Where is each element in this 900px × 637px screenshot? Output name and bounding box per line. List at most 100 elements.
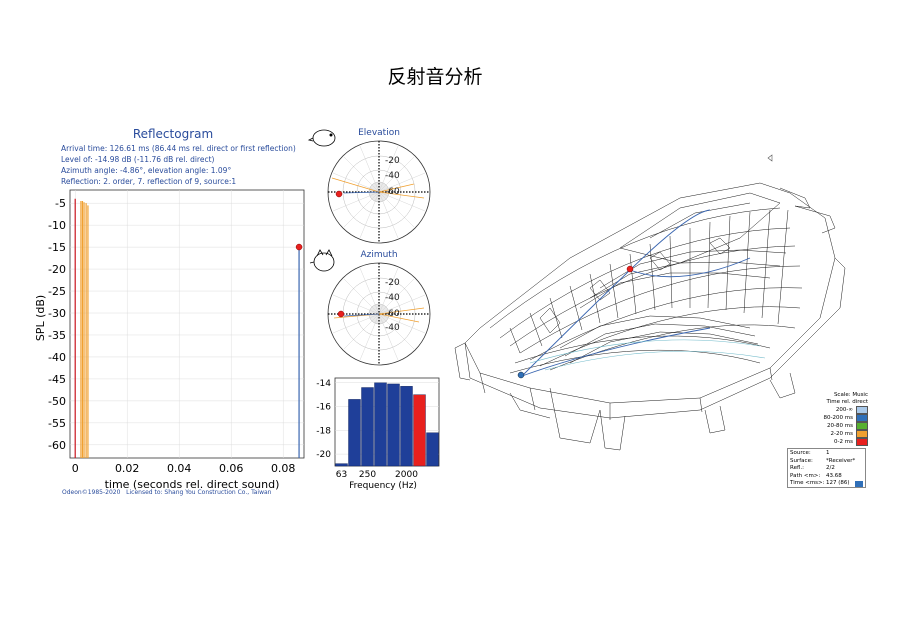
selected-reflection-marker: [295, 243, 303, 251]
spectrum-bar: [361, 387, 374, 467]
details-value: 43.68: [826, 472, 842, 479]
x-tick-label: 0: [72, 462, 79, 475]
y-tick-label: -60: [48, 439, 66, 452]
y-tick-label: -55: [48, 417, 66, 430]
level-text: Level of: -14.98 dB (-11.76 dB rel. dire…: [61, 155, 215, 164]
legend-item: 0-2 ms: [790, 438, 868, 446]
reflection-order-text: Reflection: 2. order, 7. reflection of 9…: [61, 177, 237, 186]
head-side-icon: [307, 129, 336, 147]
spectrum-y-tick-label: -14: [316, 379, 331, 389]
spectrum-x-tick-label: 2000: [395, 470, 418, 480]
time-scale-legend: Scale: Music Time rel. direct 200-∞80-20…: [790, 392, 868, 446]
y-tick-label: -20: [48, 263, 66, 276]
spectrum-bar: [426, 432, 439, 467]
y-tick-label: -50: [48, 395, 66, 408]
legend-item-label: 20-80 ms: [827, 422, 853, 429]
legend-swatch: [856, 430, 868, 438]
legend-item: 80-200 ms: [790, 414, 868, 422]
legend-item: 2-20 ms: [790, 430, 868, 438]
spectrum-y-tick-label: -16: [316, 403, 331, 413]
details-key: Time <ms>:: [790, 480, 825, 486]
elevation-title: Elevation: [358, 128, 400, 138]
y-tick-label: -5: [55, 197, 66, 210]
details-key: Path <m>:: [790, 472, 821, 479]
azimuth-tick-40-lower: -40: [385, 323, 400, 333]
spectrum-bar: [335, 463, 348, 467]
details-value: 1: [826, 450, 830, 456]
spectrum-bar: [374, 382, 387, 467]
x-tick-label: 0.04: [167, 462, 192, 475]
reflection-info: Arrival time: 126.61 ms (86.44 ms rel. d…: [61, 143, 296, 187]
copyright-text: Odeon©1985-2020: [62, 489, 121, 496]
x-axis-label: time (seconds rel. direct sound): [105, 478, 280, 491]
legend-scale-title: Scale: Music: [833, 392, 868, 398]
azimuth-title: Azimuth: [360, 250, 398, 260]
spectrum-bar: [387, 383, 400, 467]
legend-item-label: 80-200 ms: [823, 414, 853, 421]
elevation-tick-20: -20: [385, 156, 400, 166]
spectrum-x-tick-label: 63: [336, 470, 347, 480]
head-top-icon: [309, 249, 335, 272]
details-value: *Receiver*: [826, 457, 856, 464]
elevation-tick-60: -60: [385, 187, 400, 197]
y-axis-label: SPL (dB): [34, 295, 47, 341]
y-tick-label: -40: [48, 351, 66, 364]
arrival-time-text: Arrival time: 126.61 ms (86.44 ms rel. d…: [61, 144, 296, 153]
legend-item: 200-∞: [790, 406, 868, 414]
page-title: 反射音分析: [387, 66, 483, 88]
details-row: Time <ms>:127 (86): [790, 480, 863, 488]
frequency-axis-label: Frequency (Hz): [349, 481, 417, 491]
reflectogram-title: Reflectogram: [132, 127, 214, 141]
y-tick-label: -30: [48, 307, 66, 320]
details-row: Path <m>: 43.68: [790, 473, 863, 481]
y-tick-label: -45: [48, 373, 66, 386]
details-row: Refl.: 2/2: [790, 465, 863, 473]
details-key: Refl.:: [790, 465, 805, 471]
legend-item: 20-80 ms: [790, 422, 868, 430]
spectrum-y-tick-label: -20: [316, 450, 331, 460]
legend-swatch: [856, 406, 868, 414]
legend-item-label: 0-2 ms: [834, 438, 853, 445]
room-3d-view[interactable]: [450, 148, 890, 468]
spectrum-bar: [400, 386, 413, 467]
azimuth-tick-20: -20: [385, 278, 400, 288]
spectrum-y-tick-label: -18: [316, 426, 331, 436]
frequency-spectrum-chart[interactable]: Frequency (Hz) -14 -16 -18 -20 63 250 2000: [300, 373, 440, 493]
x-tick-label: 0.06: [219, 462, 244, 475]
x-tick-label: 0.02: [115, 462, 140, 475]
details-row: Source: 1: [790, 450, 863, 458]
details-row: Surface: *Receiver*: [790, 458, 863, 466]
legend-item-label: 200-∞: [835, 406, 853, 413]
x-tick-label: 0.08: [271, 462, 296, 475]
azimuth-tick-40: -40: [385, 293, 400, 303]
footer-text: Odeon©1985-2020 Licensed to: Shang You C…: [62, 489, 271, 496]
legend-item-label: 2-20 ms: [830, 430, 853, 437]
details-key: Surface:: [790, 457, 813, 464]
spectrum-bar: [413, 394, 426, 467]
details-swatch: [855, 480, 863, 487]
details-value: 2/2: [826, 465, 835, 471]
y-tick-label: -10: [48, 219, 66, 232]
elevation-tick-40: -40: [385, 171, 400, 181]
polar-plots: -20 -40 -60 -20 -40 -60 -40: [307, 129, 431, 366]
spectrum-x-tick-label: 250: [359, 470, 376, 480]
angle-text: Azimuth angle: -4.86°, elevation angle: …: [61, 166, 232, 175]
y-tick-label: -25: [48, 285, 66, 298]
azimuth-tick-60: -60: [385, 309, 400, 319]
plot-area: [69, 189, 305, 459]
license-text: Licensed to: Shang You Construction Co.,…: [126, 489, 272, 496]
reflectogram-chart[interactable]: SPL (dB) time (seconds rel. direct sound…: [0, 150, 320, 491]
details-value: 127 (86): [826, 480, 850, 486]
legend-swatch: [856, 422, 868, 430]
legend-swatch: [856, 414, 868, 422]
azimuth-polar: -20 -40 -60 -40: [327, 262, 431, 366]
y-tick-label: -15: [48, 241, 66, 254]
spectrum-bar: [348, 399, 361, 467]
y-tick-label: -35: [48, 329, 66, 342]
elevation-polar: -20 -40 -60: [327, 140, 431, 244]
legend-swatch: [856, 438, 868, 446]
details-key: Source:: [790, 450, 811, 456]
